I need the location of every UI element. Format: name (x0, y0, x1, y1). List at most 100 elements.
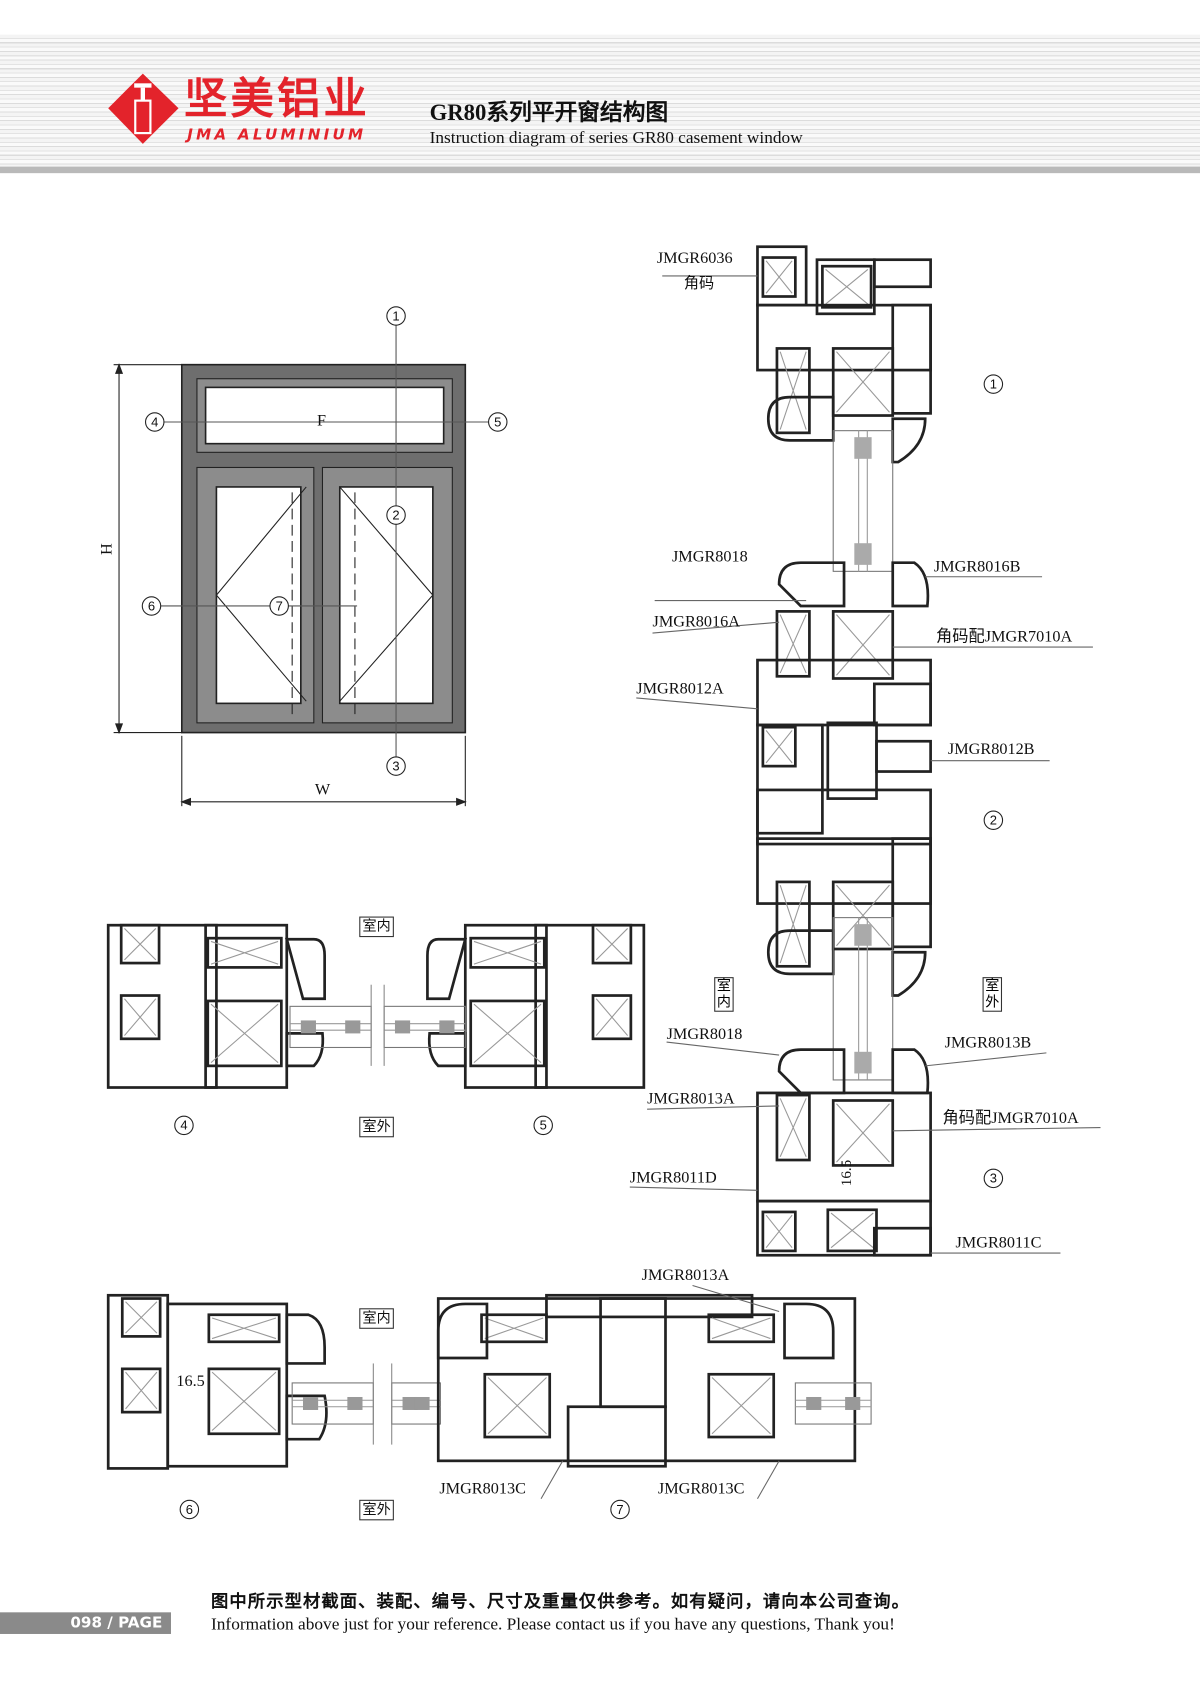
thermal-chamber (711, 1377, 771, 1435)
profile-outline (591, 923, 633, 965)
thermal-chamber (836, 884, 890, 947)
profile-outline (875, 739, 932, 773)
part-label: 角码配JMGR7010A (942, 1110, 1079, 1128)
profile-outline (206, 936, 283, 969)
thermal-chamber (210, 940, 279, 965)
width-dimension-label: W (314, 781, 331, 799)
part-label: JMGR8013B (944, 1034, 1032, 1052)
part-label: JMGR8011C (955, 1234, 1042, 1252)
profile-outline (775, 1093, 811, 1162)
outdoor-label: 室外 (359, 1116, 394, 1138)
part-label: 角码 (683, 274, 715, 293)
glazing-bead (426, 937, 468, 1001)
thermal-chamber (595, 928, 629, 961)
thermal-chamber (125, 1301, 158, 1334)
profile-outline (591, 994, 633, 1041)
dimension-label: 16.5 (838, 1159, 856, 1187)
glazing-bead (891, 950, 927, 997)
marker-3: 3 (386, 756, 406, 776)
thermal-chamber (473, 1003, 542, 1064)
leader-line (892, 1127, 1101, 1132)
thermal-chamber (484, 1317, 544, 1340)
profile-outline (599, 1297, 667, 1409)
leader-line (652, 621, 780, 634)
profile-outline (872, 258, 932, 289)
glass-spacer (414, 1396, 430, 1410)
thermal-chamber (473, 940, 542, 965)
profile-outline (534, 923, 646, 1089)
glass-spacer (347, 1396, 363, 1410)
thermal-chamber (765, 730, 793, 764)
thermal-chamber (211, 1371, 277, 1431)
glass-spacer (300, 1020, 316, 1034)
section-1-marker: 1 (983, 374, 1004, 394)
indoor-label: 室内 (359, 916, 394, 938)
glass-spacer (806, 1396, 822, 1410)
thermal-chamber (836, 351, 890, 413)
profile-outline (166, 1302, 289, 1468)
glazing-bead (766, 395, 835, 442)
profile-outline (891, 303, 932, 415)
glazing-bead (285, 1032, 325, 1068)
footer-note-en: Information above just for your referenc… (211, 1615, 895, 1634)
profile-outline (832, 917, 894, 1081)
profile-outline (794, 1382, 872, 1425)
outdoor-label: 室外 (982, 977, 1003, 1012)
leader-line (666, 1041, 780, 1056)
profile-outline (119, 994, 161, 1041)
thermal-chamber (779, 884, 807, 964)
part-label: JMGR8012B (947, 741, 1035, 759)
profile-outline (707, 1372, 776, 1439)
profile-outline (206, 999, 283, 1068)
part-label: JMGR8013A (641, 1267, 730, 1285)
brand-name-en: JMA ALUMINIUM (187, 126, 367, 144)
part-label: 角码配JMGR7010A (936, 628, 1073, 647)
profile-outline (207, 1367, 281, 1436)
section-5-marker: 5 (533, 1115, 553, 1136)
page-title: GR80系列平开窗结构图 (429, 99, 669, 126)
profile-outline (831, 1099, 895, 1167)
section-2-marker: 2 (983, 810, 1004, 830)
thermal-chamber (779, 351, 807, 430)
part-label: JMGR8018 (671, 548, 748, 566)
opening-direction-line (215, 486, 434, 702)
glass-spacer (302, 1396, 319, 1410)
profile-outline (756, 723, 824, 835)
profile-outline (775, 347, 811, 435)
fixed-pane-label: F (317, 412, 327, 430)
footer-note-cn: 图中所示型材截面、装配、编号、尺寸及重量仅供参考。如有疑问，请向本公司查询。 (211, 1590, 911, 1612)
thermal-chamber (765, 1214, 793, 1248)
profile-outline (480, 1313, 548, 1344)
thermal-chamber (487, 1377, 547, 1435)
header-band (0, 34, 1200, 174)
glass-spacer (854, 924, 872, 946)
profile-outline (761, 1210, 797, 1253)
profile-outline (826, 721, 878, 800)
glazing-bead (285, 1313, 328, 1441)
profile-outline (469, 936, 546, 969)
section-4-marker: 4 (174, 1115, 194, 1136)
profile-outline (204, 923, 289, 1089)
marker-4: 4 (145, 412, 165, 432)
leader-line (925, 1052, 1047, 1067)
header-divider (0, 166, 1200, 174)
glazing-bead (427, 1032, 467, 1068)
part-label: JMGR8013A (647, 1090, 735, 1109)
glazing-bead (777, 1048, 930, 1095)
profile-outline (207, 1313, 281, 1344)
profile-outline (215, 486, 302, 705)
profile-outline (106, 923, 218, 1089)
glazing-bead (777, 561, 930, 608)
part-label: JMGR8016A (652, 613, 741, 631)
profile-outline (775, 880, 811, 968)
glass-spacer (854, 543, 872, 565)
thermal-chamber (211, 1317, 277, 1340)
profile-outline (545, 1293, 754, 1319)
profile-outline (761, 725, 797, 768)
glazing-bead (284, 937, 326, 1001)
outdoor-label: 室外 (359, 1499, 394, 1521)
profile-outline (707, 1313, 776, 1344)
profile-outline (120, 1367, 162, 1414)
profile-outline (831, 610, 895, 680)
part-label: JMGR6036 (656, 249, 733, 268)
